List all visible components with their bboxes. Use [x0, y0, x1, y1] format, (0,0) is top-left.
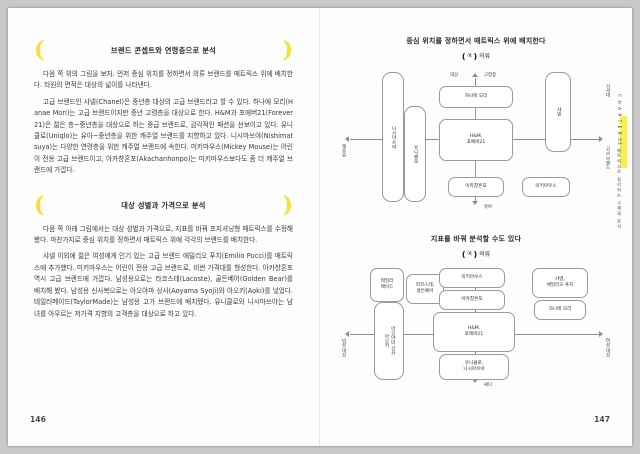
- figure-1-box-uniqlo[interactable]: 유니클로: [404, 106, 426, 202]
- figure-2-x-arrow-right-icon: [599, 331, 603, 337]
- figure-2-box-hanae-mori-label: 하나에 모리: [548, 306, 572, 312]
- paragraph-2-2: 샤넬 이외에 젊은 여성에게 인기 있는 고급 브랜드 에밀리오 푸치(Emil…: [34, 252, 293, 318]
- right-page: 중심 위치를 정하면서 매트릭스 위에 배치한다 ( 예 ) 의류 대상 고령층…: [320, 8, 632, 446]
- section-heading-band-2: ( 대상 성별과 가격으로 분석 ): [34, 193, 293, 219]
- figure-2-box-lacoste-goldenbear[interactable]: 라코스테, 골든베어: [406, 274, 444, 304]
- figure-2-box-hm-forever21[interactable]: H&M, 포에버21: [433, 312, 515, 352]
- figure-1-y-top-label: 고령층: [484, 73, 497, 78]
- figure-1-paren-open: (: [461, 52, 466, 61]
- section-heading-2: 대상 성별과 가격으로 분석: [121, 200, 206, 210]
- figure-2-box-taylormade[interactable]: 테일러 메이드: [370, 268, 404, 302]
- figure-2-box-chanel-pucci-label: 샤넬, 에밀리오 푸치: [546, 276, 574, 288]
- figure-2-box-hanae-mori[interactable]: 하나에 모리: [534, 300, 586, 320]
- figure-1-x-arrow-right-icon: [599, 136, 603, 142]
- figure-2-box-mickey-mouse[interactable]: 미키마우스: [439, 268, 505, 288]
- figure-2-box-chanel-pucci[interactable]: 샤넬, 에밀리오 푸치: [532, 268, 588, 298]
- left-page: ( 브랜드 콘셉트와 연령층으로 분석 ) 다음 쪽 위의 그림을 보자. 먼저…: [8, 8, 320, 446]
- figure-1-box-hm-forever21[interactable]: H&M, 포에버21: [439, 119, 513, 161]
- figure-2-title: 지표를 바꿔 분석할 수도 있다: [430, 235, 522, 243]
- book-spread: ( 브랜드 콘셉트와 연령층으로 분석 ) 다음 쪽 위의 그림을 보자. 먼저…: [8, 8, 632, 446]
- figure-1-y-arrow-down-icon: [472, 201, 478, 205]
- figure-2-subtitle: ( 예 ) 의류: [338, 249, 614, 259]
- page-number-right: 147: [594, 415, 610, 424]
- figure-1-paren-close: ): [473, 52, 478, 61]
- figure-2-category-label: 의류: [479, 251, 491, 258]
- figure-2-example-label: 예: [467, 252, 472, 257]
- figure-1-x-arrow-left-icon: [345, 136, 349, 142]
- figure-1: 중심 위치를 정하면서 매트릭스 위에 배치한다 ( 예 ) 의류 대상 고령층…: [338, 36, 614, 216]
- paragraph-1-1: 다음 쪽 위의 그림을 보자. 먼저 중심 위치를 정하면서 의류 브랜드를 매…: [34, 70, 293, 90]
- figure-2-box-hm-forever21-label: H&M, 포에버21: [464, 325, 484, 337]
- figure-1-category-label: 의류: [479, 53, 491, 60]
- figure-2-x-left-label: 남성 대상: [341, 338, 346, 357]
- figure-1-x-axis-name: 가격대: [605, 84, 610, 98]
- figure-1-example-label: 예: [467, 54, 472, 59]
- figure-2-x-right-label: 여성 대상: [605, 338, 610, 357]
- bracket-left-icon: (: [34, 37, 45, 63]
- figure-2: 지표를 바꿔 분석할 수도 있다 ( 예 ) 의류 가격 비싸다 싸다 남성 대…: [338, 234, 614, 392]
- bracket-left-icon-2: (: [34, 191, 45, 218]
- figure-1-box-hanae-mori-label: 하나에 모리: [464, 93, 488, 99]
- figure-2-box-lacoste-goldenbear-label: 라코스테, 골든베어: [415, 282, 435, 294]
- chapter-tab-label: C H A P T E R 05 매트릭스로 정리하는 구체화·분석: [617, 94, 622, 230]
- paragraph-2-1: 다음 쪽 아래 그림에서는 대상 성별과 가격으로, 지표를 바꿔 포지셔닝형 …: [34, 224, 293, 245]
- figure-2-y-arrow-down-icon: [472, 379, 478, 383]
- figure-1-box-uniqlo-label: 유니클로: [413, 144, 419, 164]
- figure-2-box-aoyama-aoki[interactable]: 아오야마 상사, 아오키: [374, 302, 404, 380]
- figure-1-x-left-label: 캐주얼: [341, 144, 346, 158]
- figure-1-box-nishimatsuya[interactable]: 니시마쓰야: [382, 72, 404, 202]
- figure-1-subtitle: ( 예 ) 의류: [338, 51, 614, 61]
- figure-2-box-uniqlo-nishimatsuya-label: 유니클로, 니시마쓰야: [463, 360, 485, 372]
- paragraph-1-2: 고급 브랜드인 샤넬(Chanel)은 중년층 대상의 고급 브랜드라고 할 수…: [34, 97, 293, 175]
- section-heading-band-1: ( 브랜드 콘셉트와 연령층으로 분석 ): [34, 38, 293, 64]
- figure-1-canvas: 대상 고령층 유아 캐주얼 가격대 고급 브랜드 니시마쓰야 유니클로 하나에 …: [338, 64, 614, 216]
- figure-1-y-bottom-label: 유아: [484, 205, 493, 210]
- figure-1-x-right-label: 고급 브랜드: [605, 146, 610, 170]
- figure-1-y-arrow-up-icon: [472, 73, 478, 77]
- figure-1-box-akachan-honpo-label: 아카챵혼포: [465, 183, 487, 189]
- figure-1-box-hm-forever21-label: H&M, 포에버21: [466, 133, 486, 145]
- figure-2-x-arrow-left-icon: [345, 331, 349, 337]
- figure-1-y-axis-name: 대상: [450, 73, 459, 78]
- figure-1-connector-bottom: [475, 159, 476, 181]
- figure-2-box-taylormade-label: 테일러 메이드: [380, 278, 394, 290]
- figure-2-box-aoyama-aoki-label: 아오야마 상사, 아오키: [384, 325, 396, 357]
- bracket-right-icon-2: ): [282, 191, 293, 218]
- figure-1-box-mickey-mouse-label: 미키마우스: [535, 183, 557, 189]
- chapter-tab-highlight: [620, 116, 627, 168]
- figure-2-paren-open: (: [461, 250, 466, 259]
- figure-2-paren-close: ): [473, 250, 478, 259]
- figure-2-box-mickey-mouse-label: 미키마우스: [461, 274, 483, 280]
- chapter-side-tab: C H A P T E R 05 매트릭스로 정리하는 구체화·분석: [616, 94, 628, 244]
- page-number-left: 146: [30, 415, 46, 424]
- figure-1-box-nishimatsuya-label: 니시마쓰야: [391, 125, 397, 149]
- figure-2-box-uniqlo-nishimatsuya[interactable]: 유니클로, 니시마쓰야: [439, 354, 509, 380]
- figure-1-box-chanel[interactable]: 샤넬: [545, 72, 571, 152]
- figure-1-title: 중심 위치를 정하면서 매트릭스 위에 배치한다: [406, 37, 546, 45]
- figure-2-box-akachan-honpo-label: 아카챵혼포: [461, 296, 483, 302]
- figure-2-box-akachan-honpo[interactable]: 아카챵혼포: [439, 290, 505, 310]
- figure-2-y-bottom-label: 싸다: [484, 383, 493, 388]
- figure-1-box-hanae-mori[interactable]: 하나에 모리: [439, 86, 513, 108]
- figure-1-box-chanel-label: 샤넬: [556, 107, 562, 117]
- figure-2-canvas: 가격 비싸다 싸다 남성 대상 여성 대상 테일러 메이드 라코스테, 골든베어…: [338, 262, 614, 392]
- section-heading-1: 브랜드 콘셉트와 연령층으로 분석: [110, 46, 217, 55]
- figure-1-box-akachan-honpo[interactable]: 아카챵혼포: [448, 177, 504, 197]
- bracket-right-icon: ): [282, 37, 293, 63]
- figure-1-box-mickey-mouse[interactable]: 미키마우스: [522, 177, 570, 197]
